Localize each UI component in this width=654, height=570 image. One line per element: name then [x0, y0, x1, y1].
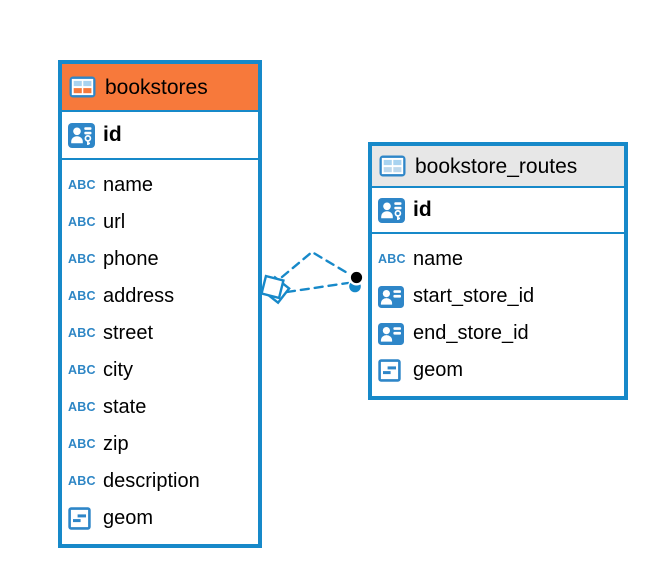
column-row-geom[interactable]: geom	[372, 352, 624, 389]
geometry-type-icon	[378, 359, 405, 382]
column-name: phone	[103, 248, 159, 270]
column-name: description	[103, 470, 200, 492]
primary-key-icon	[68, 122, 95, 148]
column-name: name	[103, 174, 154, 196]
column-row-description[interactable]: ABC description	[62, 463, 258, 500]
text-type-icon: ABC	[68, 289, 96, 304]
column-name: url	[103, 211, 126, 233]
column-row-end-store-id[interactable]: end_store_id	[372, 315, 624, 352]
relationship-line-lower[interactable]	[285, 281, 350, 294]
pk-row-bookstores-id[interactable]: id	[62, 110, 258, 160]
table-bookstores[interactable]: bookstores id ABC name ABC url ABC	[58, 60, 262, 548]
column-row-city[interactable]: ABC city	[62, 352, 258, 389]
column-name: street	[103, 322, 154, 344]
column-row-start-store-id[interactable]: start_store_id	[372, 278, 624, 315]
column-list-routes: ABC name start_store_id	[372, 234, 624, 396]
table-title: bookstore_routes	[415, 154, 578, 178]
pk-column-name: id	[103, 123, 122, 146]
text-type-icon: ABC	[68, 474, 96, 489]
relationship-many-marker[interactable]	[260, 274, 291, 305]
column-name: city	[103, 359, 133, 381]
text-type-icon: ABC	[378, 252, 406, 267]
column-row-url[interactable]: ABC url	[62, 204, 258, 241]
column-list-bookstores: ABC name ABC url ABC phone ABC address A…	[62, 160, 258, 544]
table-bookstore-routes[interactable]: bookstore_routes id ABC name	[368, 142, 628, 400]
column-row-street[interactable]: ABC street	[62, 315, 258, 352]
text-type-icon: ABC	[68, 437, 96, 452]
column-name: start_store_id	[413, 285, 535, 307]
column-name: zip	[103, 433, 129, 455]
column-name: end_store_id	[413, 322, 529, 344]
text-type-icon: ABC	[68, 178, 96, 193]
table-header-bookstores[interactable]: bookstores	[62, 64, 258, 110]
relationship-one-marker[interactable]	[347, 269, 365, 294]
column-row-geom[interactable]: geom	[62, 500, 258, 537]
column-row-name[interactable]: ABC name	[62, 167, 258, 204]
reference-type-icon	[378, 322, 405, 345]
geometry-type-icon	[68, 507, 95, 530]
table-icon	[69, 76, 96, 98]
table-header-bookstore-routes[interactable]: bookstore_routes	[372, 146, 624, 186]
text-type-icon: ABC	[68, 363, 96, 378]
pk-row-routes-id[interactable]: id	[372, 186, 624, 234]
relationship-line-upper[interactable]	[280, 250, 351, 279]
column-name: geom	[413, 359, 464, 381]
text-type-icon: ABC	[68, 215, 96, 230]
column-row-state[interactable]: ABC state	[62, 389, 258, 426]
primary-key-icon	[378, 197, 405, 223]
column-row-zip[interactable]: ABC zip	[62, 426, 258, 463]
text-type-icon: ABC	[68, 252, 96, 267]
reference-type-icon	[378, 285, 405, 308]
pk-column-name: id	[413, 198, 432, 221]
column-row-address[interactable]: ABC address	[62, 278, 258, 315]
column-row-phone[interactable]: ABC phone	[62, 241, 258, 278]
text-type-icon: ABC	[68, 326, 96, 341]
table-icon	[379, 155, 406, 177]
column-name: name	[413, 248, 464, 270]
column-row-name[interactable]: ABC name	[372, 241, 624, 278]
column-name: address	[103, 285, 175, 307]
text-type-icon: ABC	[68, 400, 96, 415]
table-title: bookstores	[105, 75, 208, 99]
column-name: geom	[103, 507, 154, 529]
column-name: state	[103, 396, 147, 418]
